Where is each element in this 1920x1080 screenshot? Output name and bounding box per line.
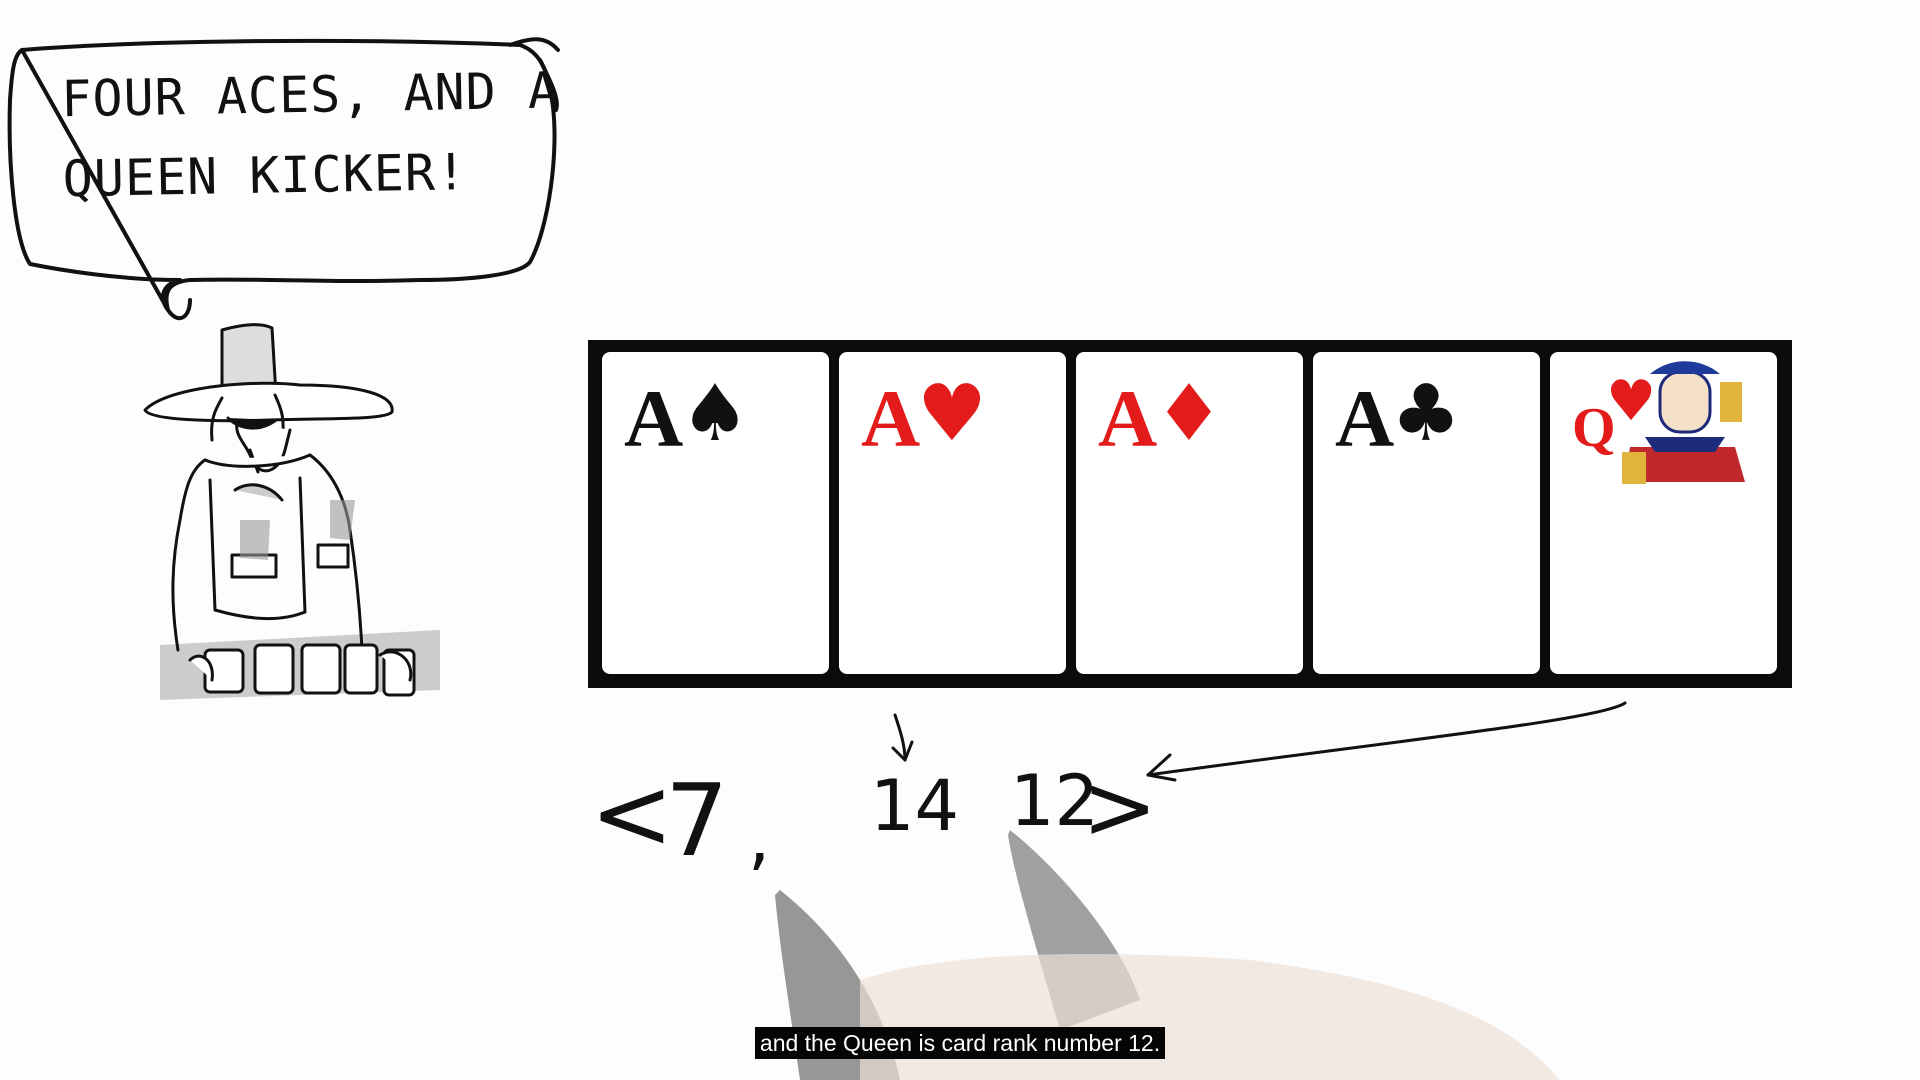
playing-card-a-diamond: A♦ <box>1076 352 1303 674</box>
diamond-suit-icon: ♦ <box>1154 369 1224 459</box>
speech-bubble-line-2: QUEEN KICKER! <box>62 143 468 209</box>
card-rank: A <box>861 373 920 464</box>
tuple-open-bracket: < <box>590 755 674 872</box>
card-rank: A <box>1098 373 1157 464</box>
queen-portrait-icon <box>1622 361 1745 484</box>
playing-card-a-spade: A♠ <box>602 352 829 674</box>
speech-bubble-text: FOUR ACES, AND A QUEEN KICKER! <box>60 51 560 219</box>
card-rank: A <box>1335 373 1394 464</box>
cowboy-illustration <box>143 323 440 700</box>
card-face <box>839 352 1066 674</box>
card-face <box>1076 352 1303 674</box>
spade-suit-icon: ♠ <box>680 369 750 459</box>
tuple-third-value: 12 <box>1010 760 1099 842</box>
playing-card-a-heart: A♥ <box>839 352 1066 674</box>
subtitle-text: and the Queen is card rank number 12. <box>754 1027 1166 1059</box>
heart-suit-icon: ♥ <box>917 369 987 459</box>
tuple-close-bracket: > <box>1082 755 1157 860</box>
annotation-arrows <box>891 701 1627 782</box>
tuple-first-value: 7 <box>665 762 729 879</box>
card-rank: Q <box>1572 397 1616 459</box>
card-row: A♠A♥A♦A♣Q♥ <box>602 352 1777 674</box>
card-face <box>1313 352 1540 674</box>
card-face <box>1550 352 1777 674</box>
club-suit-icon: ♣ <box>1391 369 1461 459</box>
speech-bubble-line-1: FOUR ACES, AND A <box>60 61 560 129</box>
speech-bubble <box>7 37 560 321</box>
playing-card-a-club: A♣ <box>1313 352 1540 674</box>
playing-card-q-heart: Q♥ <box>1550 352 1777 674</box>
heart-suit-icon: ♥ <box>1606 369 1656 434</box>
card-rank: A <box>624 373 683 464</box>
tuple-separator: , <box>748 797 770 879</box>
tuple-second-value: 14 <box>870 765 959 847</box>
subtitle-bar: and the Queen is card rank number 12. <box>0 1027 1920 1059</box>
card-face <box>602 352 829 674</box>
